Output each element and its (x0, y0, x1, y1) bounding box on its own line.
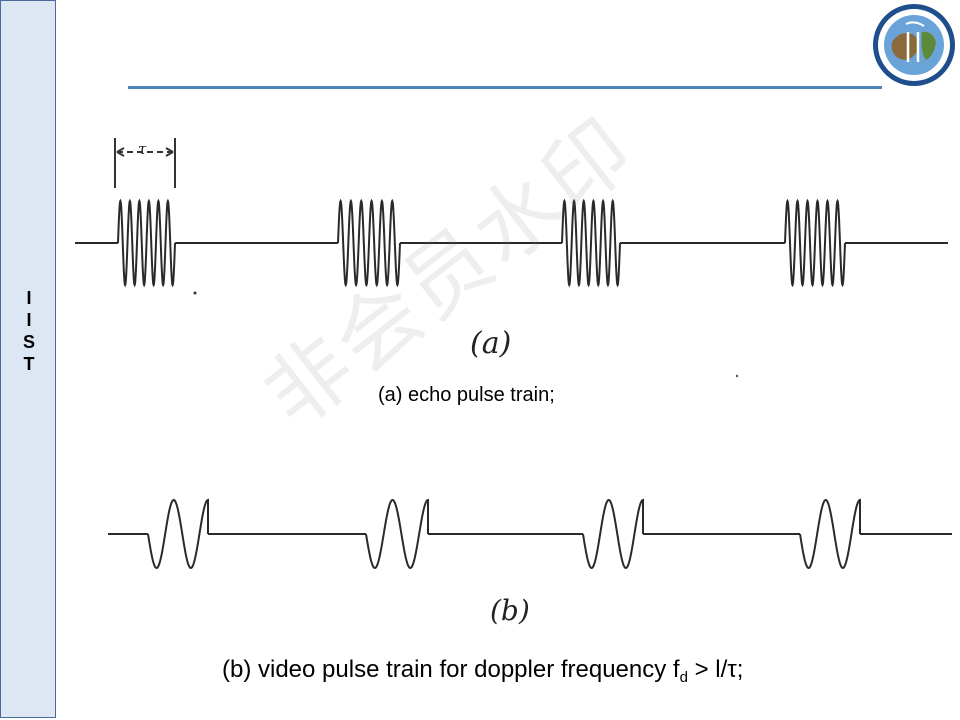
echo-burst (337, 198, 401, 288)
video-pulse (582, 498, 644, 570)
caption-a: (a) echo pulse train; (378, 384, 555, 406)
sidebar-letters: I I S T (1, 287, 57, 375)
panel-b-mark: (b) (490, 594, 530, 627)
echo-burst (117, 198, 176, 288)
video-pulse (799, 498, 861, 570)
caption-b-tail: > l/τ; (687, 656, 744, 683)
tau-label: τ (138, 140, 147, 158)
caption-b: (b) video pulse train for doppler freque… (222, 656, 743, 686)
sidebar-letter: I (26, 310, 32, 330)
caption-b-subscript: d (679, 669, 688, 686)
video-pulse (147, 498, 209, 570)
header-rule (128, 86, 882, 89)
video-pulse (365, 498, 429, 570)
globe-emblem-icon (873, 4, 955, 86)
echo-burst (561, 198, 621, 288)
sidebar: I I S T (0, 0, 56, 718)
panel-a-mark: (a) (470, 326, 512, 361)
sidebar-letter: T (23, 354, 35, 374)
echo-pulse-train (75, 198, 948, 288)
sidebar-letter: I (26, 288, 32, 308)
sidebar-letter: S (22, 332, 35, 352)
echo-burst (784, 198, 846, 288)
caption-b-text: (b) video pulse train for doppler freque… (222, 656, 680, 683)
video-pulse-train (108, 498, 952, 570)
